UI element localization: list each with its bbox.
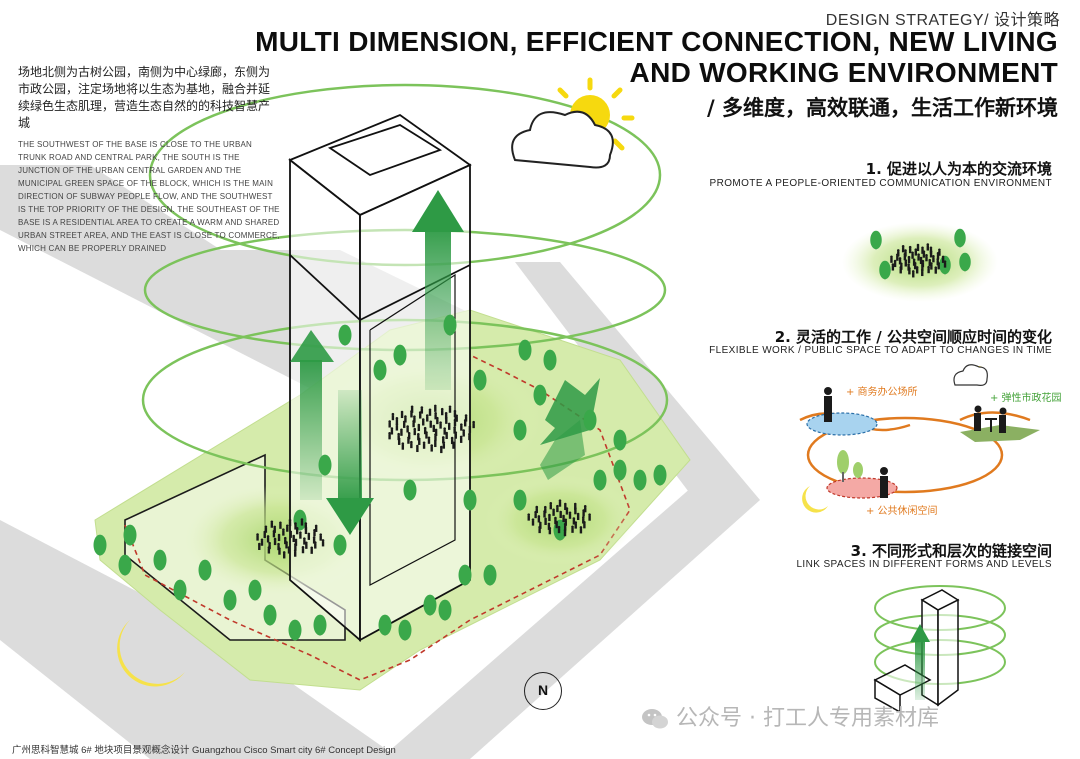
label-leisure: + 公共休闲空间 — [866, 506, 938, 517]
tree — [393, 344, 407, 366]
tree — [870, 230, 882, 250]
tree — [198, 559, 212, 581]
tree — [173, 579, 187, 601]
arrow-up-tower — [412, 190, 464, 390]
tree — [118, 554, 132, 576]
tree — [513, 419, 527, 441]
arrow-diagonal-right — [540, 378, 600, 480]
intro-text-en: THE SOUTHWEST OF THE BASE IS CLOSE TO TH… — [18, 140, 280, 253]
tree — [458, 564, 472, 586]
tree — [954, 228, 966, 248]
tree — [533, 384, 547, 406]
tree — [338, 324, 352, 346]
strategy-2-title: 2. 灵活的工作 / 公共空间顺应时间的变化 — [774, 328, 1052, 346]
tree — [518, 339, 532, 361]
tree — [959, 252, 971, 272]
tree — [593, 469, 607, 491]
tree — [293, 509, 307, 531]
tree — [398, 619, 412, 641]
crowd — [256, 518, 325, 559]
strategy-3-subtitle: LINK SPACES IN DIFFERENT FORMS AND LEVEL… — [796, 559, 1052, 570]
tree — [93, 534, 107, 556]
tree — [473, 369, 487, 391]
road-southeast — [380, 480, 760, 759]
arrow-down-center — [326, 390, 374, 535]
tree — [513, 489, 527, 511]
watermark-text: 公众号 · 打工人专用素材库 — [676, 706, 939, 731]
strategy-3-title: 3. 不同形式和层次的链接空间 — [850, 542, 1052, 560]
panel1-illustration — [842, 222, 998, 302]
tree — [543, 349, 557, 371]
label-park: + 弹性市政花园 — [990, 393, 1062, 404]
north-compass: N — [524, 672, 562, 710]
tree — [313, 614, 327, 636]
tree — [633, 469, 647, 491]
crowd — [527, 499, 591, 537]
crowd — [388, 404, 475, 454]
tree — [583, 409, 597, 431]
watermark: 公众号 · 打工人专用素材库 — [640, 700, 939, 732]
tree — [879, 260, 891, 280]
tree — [373, 359, 387, 381]
title-line-2: AND WORKING ENVIRONMENT — [629, 57, 1058, 88]
tree — [123, 524, 137, 546]
tree — [288, 619, 302, 641]
tree — [653, 464, 667, 486]
strategy-1-title: 1. 促进以人为本的交流环境 — [865, 160, 1052, 178]
tree — [463, 489, 477, 511]
strategy-1-subtitle: PROMOTE A PEOPLE-ORIENTED COMMUNICATION … — [709, 178, 1052, 189]
flow-arrows — [290, 190, 600, 535]
page-title: MULTI DIMENSION, EFFICIENT CONNECTION, N… — [255, 26, 1058, 88]
tree — [423, 594, 437, 616]
tree — [333, 534, 347, 556]
tree — [403, 479, 417, 501]
page-title-cn: / 多维度，高效联通，生活工作新环境 — [707, 96, 1058, 120]
intro-text-cn: 场地北侧为古树公园，南侧为中心绿廊，东侧为市政公园，注定场地将以生态为基地，融合… — [18, 65, 271, 130]
tree — [223, 589, 237, 611]
tree — [263, 604, 277, 626]
page-tag: DESIGN STRATEGY/ 设计策略 — [825, 12, 1060, 29]
tree — [378, 614, 392, 636]
tree — [613, 459, 627, 481]
cloud-icon — [511, 110, 614, 169]
trees — [93, 314, 667, 641]
tree — [613, 429, 627, 451]
tree — [483, 564, 497, 586]
arrow-up-left — [290, 330, 334, 500]
footer-caption: 广州思科智慧城 6# 地块项目景观概念设计 Guangzhou Cisco Sm… — [12, 745, 396, 756]
title-line-1: MULTI DIMENSION, EFFICIENT CONNECTION, N… — [255, 26, 1058, 57]
tree — [153, 549, 167, 571]
crowd — [890, 243, 947, 278]
wechat-icon — [642, 709, 668, 729]
tree — [318, 454, 332, 476]
label-office: + 商务办公场所 — [846, 387, 918, 398]
strategy-2-subtitle: FLEXIBLE WORK / PUBLIC SPACE TO ADAPT TO… — [709, 345, 1052, 356]
panel2-illustration — [799, 364, 1040, 513]
tree — [438, 599, 452, 621]
tree — [443, 314, 457, 336]
crowds — [256, 404, 591, 559]
panel3-illustration — [873, 585, 1006, 714]
tree — [248, 579, 262, 601]
